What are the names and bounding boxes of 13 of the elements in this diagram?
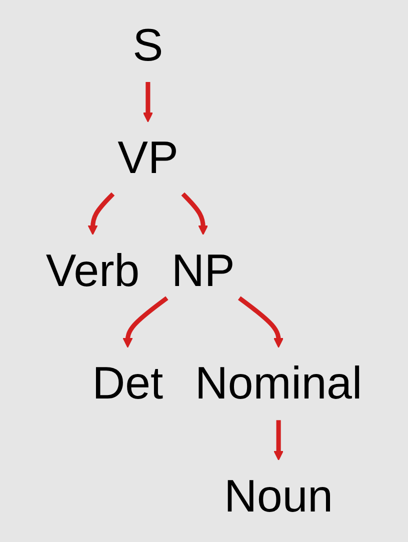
arrow [274,420,284,460]
arrow [122,296,168,348]
arrow [88,192,115,236]
node-text: S [132,20,164,71]
node-text: VP [118,133,178,184]
node-text: NP [171,246,235,296]
node-text: Nominal [195,358,362,409]
node-text: Verb [46,246,140,296]
arrow [142,82,153,122]
node-text: Det [92,358,164,409]
node-text: Noun [224,471,334,522]
arrow [238,296,284,348]
arrow [181,192,208,236]
